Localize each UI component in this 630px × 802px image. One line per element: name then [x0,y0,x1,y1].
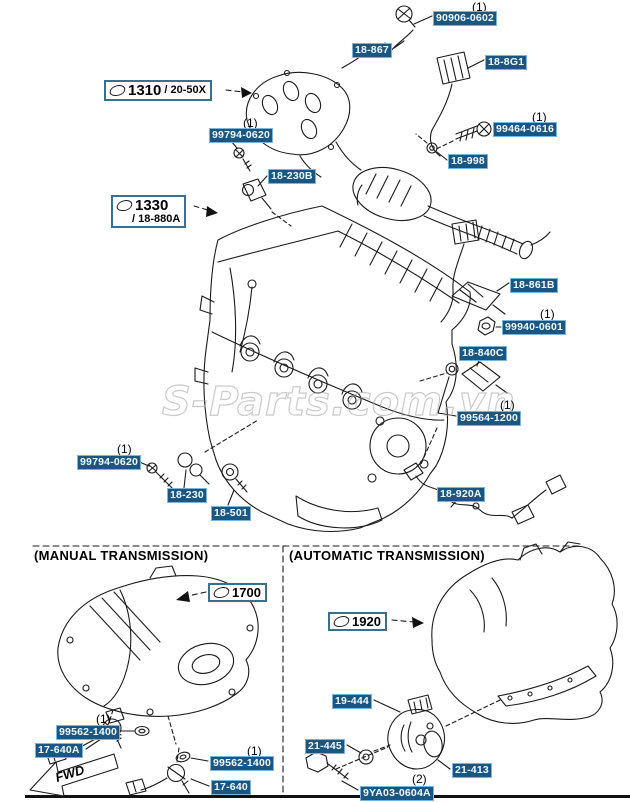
gasket-icon [108,85,127,96]
part-label-18-230[interactable]: 18-230 [167,488,207,503]
gasket-18-998-art [415,133,448,161]
part-label-18-920A[interactable]: 18-920A [437,487,485,502]
qty-99794-0620-bottom: (1) [117,442,132,456]
part-label-17-640[interactable]: 17-640 [211,780,251,795]
assembly-suffix: / 20-50X [164,84,206,96]
assembly-code: 1310 [128,82,162,99]
part-label-17-640A[interactable]: 17-640A [35,743,83,758]
sensor-18-861B-art [440,219,510,323]
automatic-transmission-title: (AUTOMATIC TRANSMISSION) [289,548,485,563]
sensors-18-230-18-501-art [136,419,259,506]
part-label-99940-0601[interactable]: 99940-0601 [502,320,567,335]
gasket-icon [332,616,351,627]
bolt-99464-art [433,121,492,151]
part-label-99794-0620-bottom[interactable]: 99794-0620 [77,455,142,470]
assembly-code: 1700 [232,585,261,600]
sensor-18-840C-art [419,356,508,417]
part-label-99564-1200[interactable]: 99564-1200 [457,411,522,426]
part-label-90906-0602[interactable]: 90906-0602 [433,11,498,26]
leader-1310 [225,87,252,98]
part-label-99464-0616[interactable]: 99464-0616 [493,122,558,137]
catalytic-converter-art [352,167,432,221]
part-label-19-444[interactable]: 19-444 [332,694,372,709]
inhibitor-switch-art [305,694,501,791]
gasket-icon [115,200,134,211]
bolt-90906-art [395,5,433,28]
section-divider-lines [32,545,579,793]
downpipe-art [423,205,551,260]
qty-99794-0620-top: (1) [243,116,258,130]
sensor-18-8G1-art [429,51,485,157]
part-label-18-867[interactable]: 18-867 [352,43,392,58]
assembly-box-1330[interactable]: 1330 / 18-880A [111,195,187,228]
part-label-99562-1400-right[interactable]: 99562-1400 [210,756,275,771]
gasket-icon [212,587,231,598]
assembly-box-1310[interactable]: 1310 / 20-50X [104,80,212,101]
qty-99464-0616: (1) [532,110,547,124]
manual-transmission-title: (MANUAL TRANSMISSION) [34,548,209,563]
qty-90906-0602: (1) [472,0,487,14]
part-label-18-8G1[interactable]: 18-8G1 [485,55,528,70]
assembly-suffix: / 18-880A [132,213,181,225]
sensor-18-230B-art [230,140,292,227]
assembly-code: 1920 [352,614,381,629]
part-label-18-861B[interactable]: 18-861B [510,278,558,293]
part-label-99794-0620-top[interactable]: 99794-0620 [209,128,274,143]
engine-block-art [194,205,471,532]
qty-99940-0601: (1) [540,307,555,321]
leader-1330 [193,205,218,217]
part-label-18-230B[interactable]: 18-230B [268,169,316,184]
part-label-18-998[interactable]: 18-998 [448,154,488,169]
assembly-box-1700[interactable]: 1700 [208,583,267,602]
part-label-99562-1400-left[interactable]: 99562-1400 [56,725,121,740]
bottom-border-line [25,795,630,798]
qty-99564-1200: (1) [500,398,515,412]
sensor-17-640-art [125,747,210,796]
nut-99940-art [477,316,502,336]
part-label-18-501[interactable]: 18-501 [211,506,251,521]
qty-9YA03-0604A: (2) [412,772,427,786]
exhaust-manifold-art [245,69,362,178]
part-label-9YA03-0604A[interactable]: 9YA03-0604A [360,786,434,801]
assembly-box-1920[interactable]: 1920 [328,612,387,631]
automatic-transmission-art [391,541,618,724]
qty-99562-1400-right: (1) [247,744,262,758]
qty-99562-1400-left: (1) [96,712,111,726]
part-label-21-413[interactable]: 21-413 [452,763,492,778]
part-label-18-840C[interactable]: 18-840C [459,346,507,361]
part-label-21-445[interactable]: 21-445 [305,739,345,754]
fwd-arrow [29,753,119,797]
assembly-code: 1330 [135,197,169,214]
